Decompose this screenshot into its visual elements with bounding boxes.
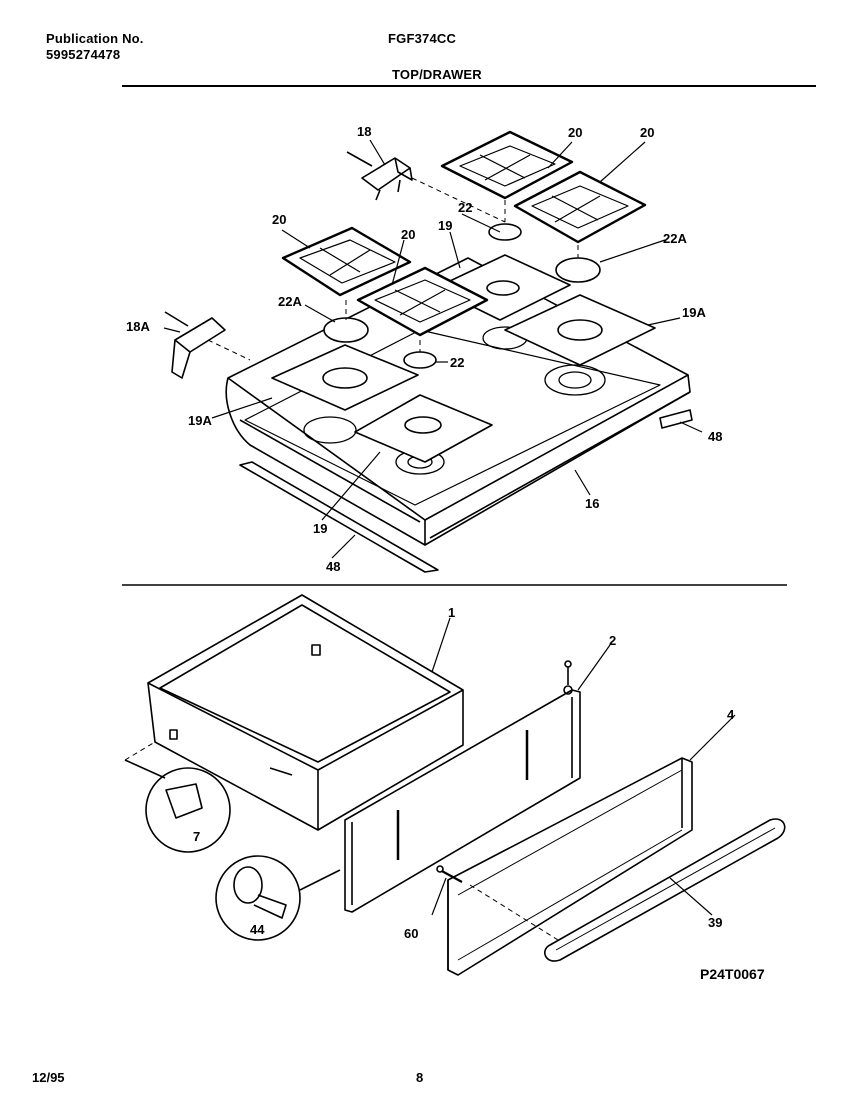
burner-plate-19a-left	[271, 344, 419, 411]
hinge-bracket-18	[346, 151, 413, 201]
header-rule	[122, 85, 816, 87]
screw-60	[436, 865, 463, 883]
grate-top-right	[440, 130, 574, 200]
grate-top-left	[281, 226, 412, 297]
drawer-alignment-lines	[124, 741, 559, 941]
callout-16: 16	[585, 496, 599, 511]
detail-circle-44	[215, 855, 341, 941]
leader-lines-lower	[431, 617, 736, 916]
burner-plate-19-left	[354, 394, 493, 463]
grate-bottom-left	[356, 266, 489, 337]
callout-19: 19	[313, 521, 327, 536]
callout-19: 19	[438, 218, 452, 233]
page-number: 8	[416, 1070, 424, 1085]
detail-circle-7	[124, 759, 231, 853]
drawer-body	[147, 594, 464, 831]
revision-date: 12/95	[32, 1070, 65, 1085]
section-title: TOP/DRAWER	[392, 67, 482, 82]
grate-bottom-right	[513, 170, 647, 244]
callout-4: 4	[727, 707, 735, 722]
callout-20: 20	[640, 125, 654, 140]
burner-plate-19a-right	[504, 294, 656, 366]
callout-19a: 19A	[682, 305, 706, 320]
callout-48: 48	[326, 559, 340, 574]
callout-22: 22	[450, 355, 464, 370]
callout-20: 20	[272, 212, 286, 227]
alignment-lines	[207, 177, 579, 361]
callout-7: 7	[193, 829, 200, 844]
drawing-reference: P24T0067	[700, 966, 765, 982]
callout-60: 60	[404, 926, 418, 941]
callout-22a: 22A	[663, 231, 687, 246]
publication-label: Publication No.	[46, 31, 144, 46]
drawer-handle	[544, 818, 786, 962]
callout-18: 18	[357, 124, 371, 139]
callout-1: 1	[448, 605, 455, 620]
trim-strip-front	[239, 461, 439, 573]
drawer-face	[447, 757, 693, 976]
callout-39: 39	[708, 915, 722, 930]
callout-20: 20	[401, 227, 415, 242]
trim-strip-right	[659, 409, 693, 429]
callout-44: 44	[250, 922, 265, 937]
leader-lines-upper	[163, 139, 703, 559]
burner-caps	[323, 223, 601, 369]
callout-22a: 22A	[278, 294, 302, 309]
callout-20: 20	[568, 125, 582, 140]
callout-22: 22	[458, 200, 472, 215]
publication-number: 5995274478	[46, 47, 121, 62]
hinge-bracket-18a	[164, 311, 226, 379]
callout-19a: 19A	[188, 413, 212, 428]
callout-2: 2	[609, 633, 616, 648]
callout-18a: 18A	[126, 319, 150, 334]
model-number: FGF374CC	[388, 31, 457, 46]
callout-labels: 18 20 20 20 20 22 19 22A 18A 22A 19A 22 …	[126, 124, 735, 941]
callout-48: 48	[708, 429, 722, 444]
drawer-front-panel	[344, 660, 581, 913]
